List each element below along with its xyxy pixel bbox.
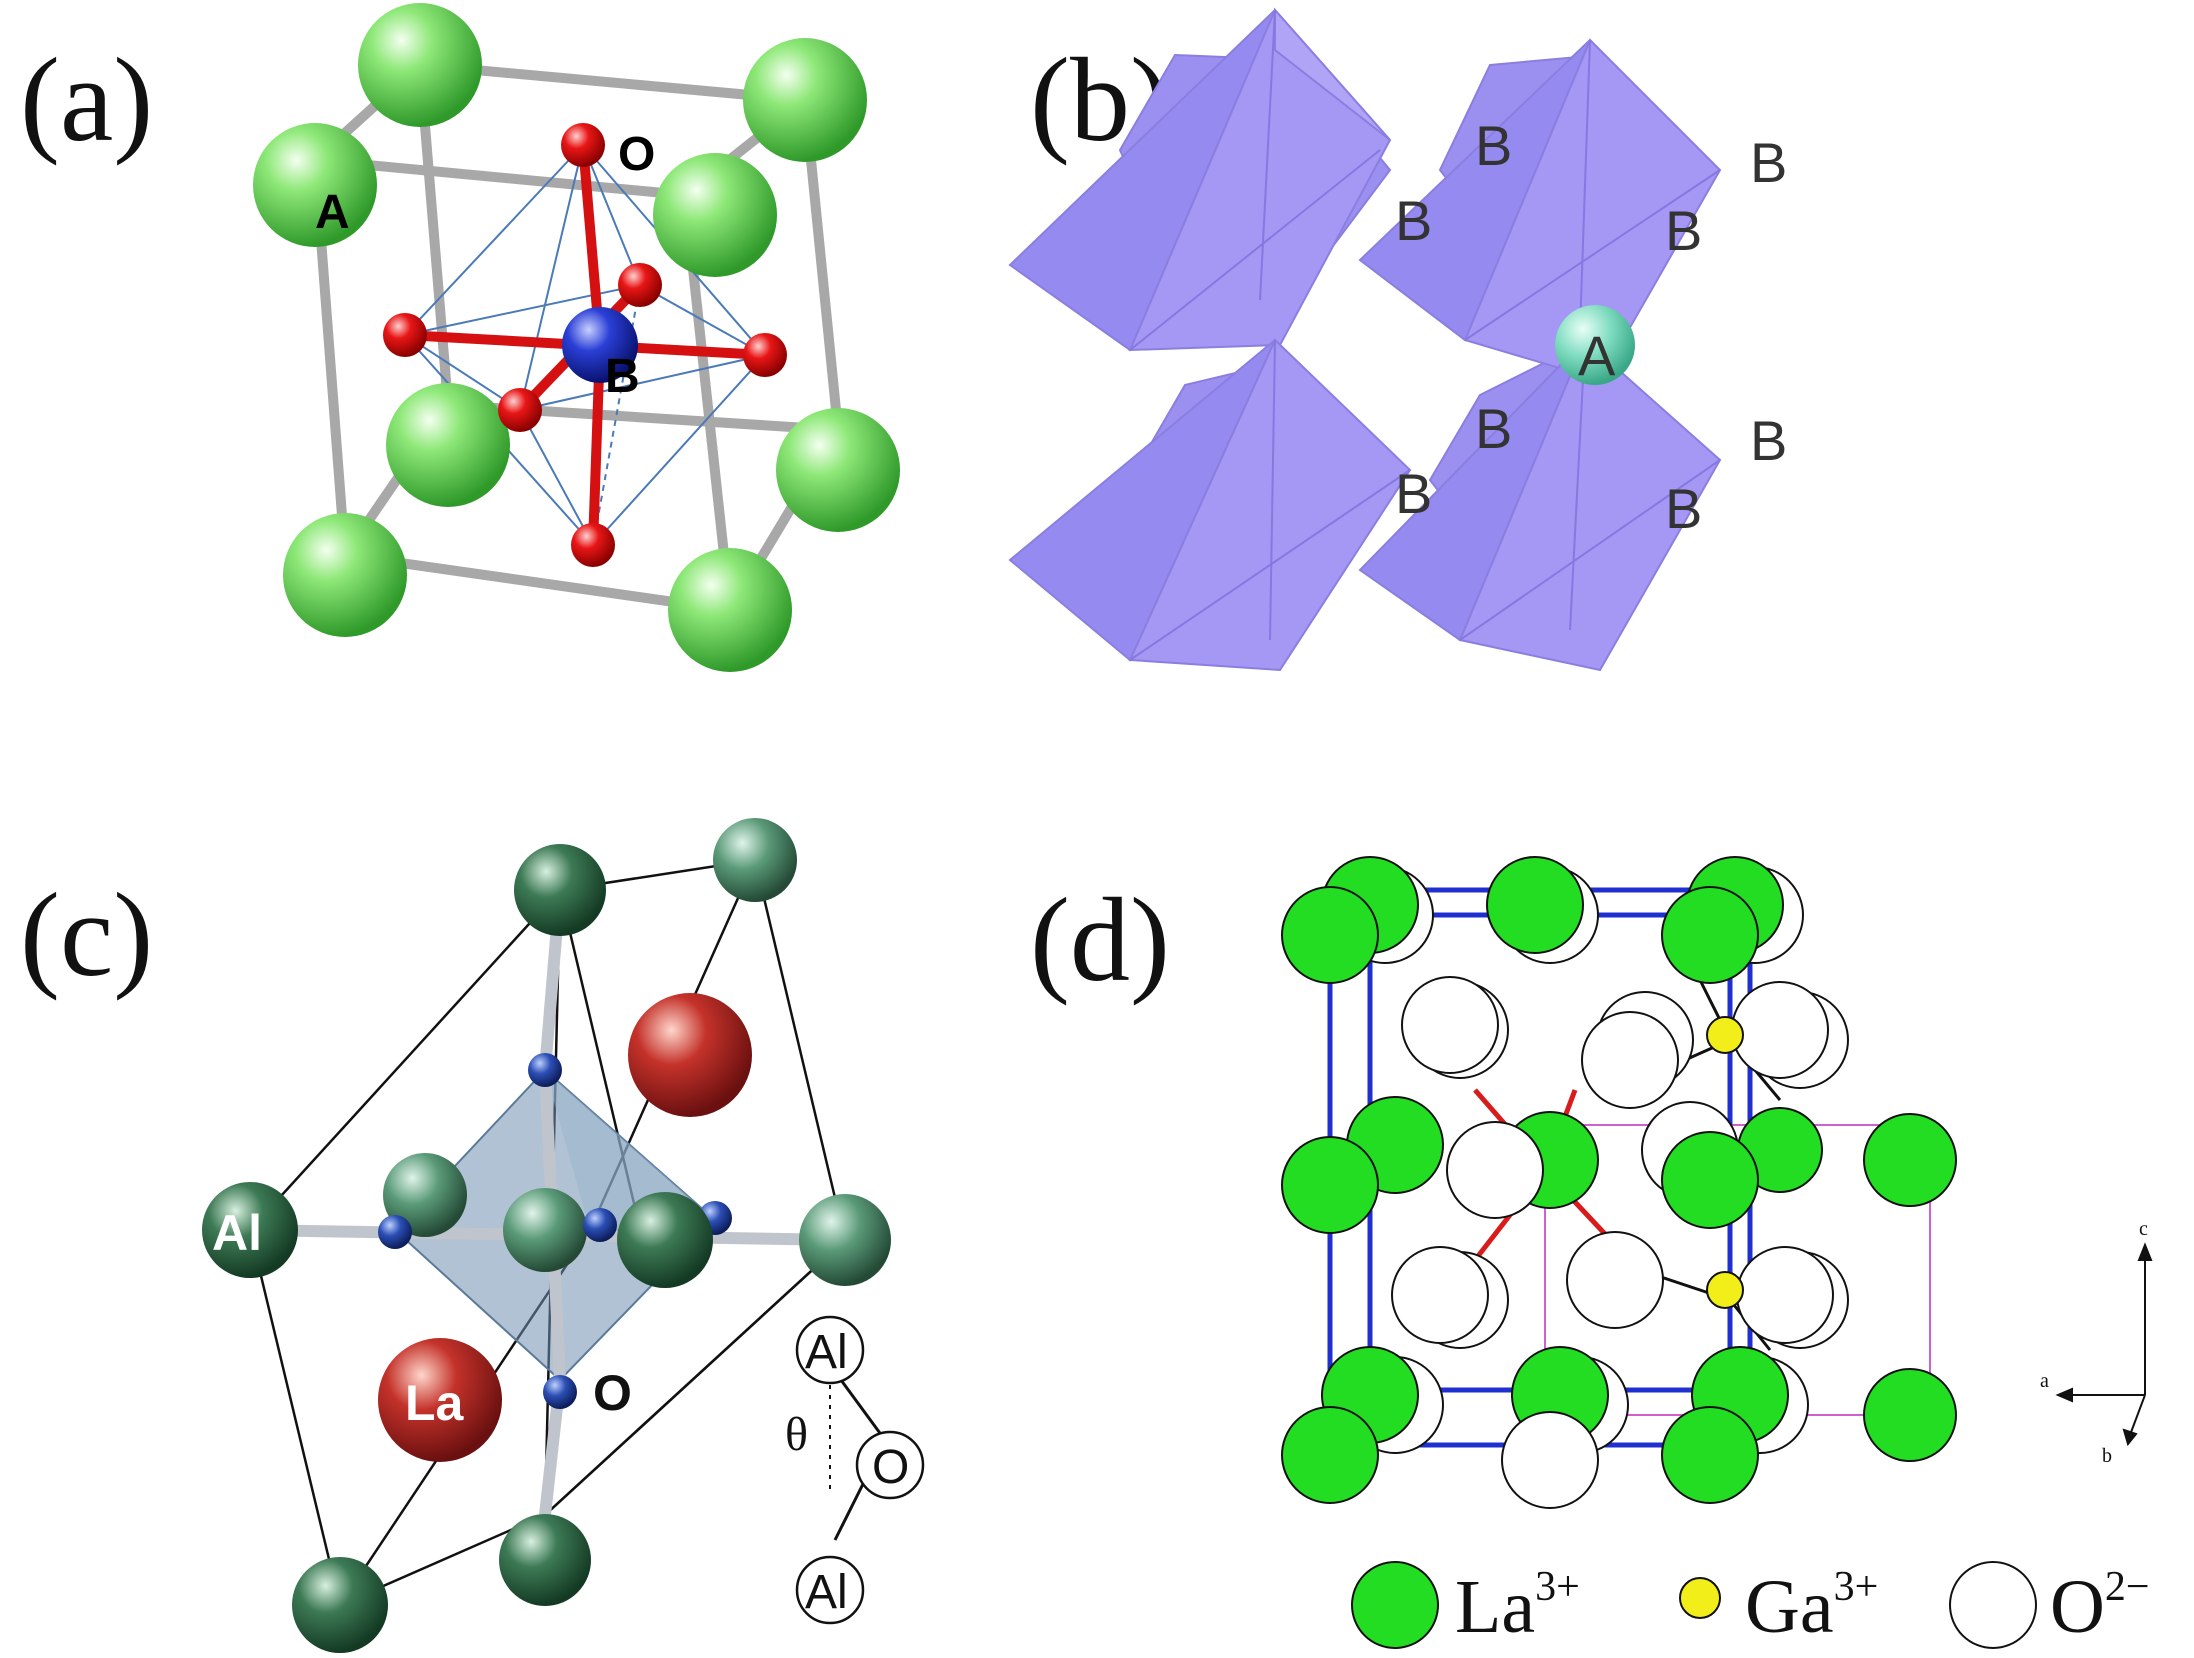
atom-al <box>617 1192 713 1288</box>
site-b-label: B <box>1665 199 1702 262</box>
site-b-label: B <box>1395 462 1432 525</box>
inset-al-bottom-label: Al <box>805 1566 848 1619</box>
atom-a-site <box>1555 305 1635 385</box>
atom-ga3 <box>1706 1271 1744 1309</box>
alo6-octahedron-face <box>545 1070 715 1230</box>
atom-a-site <box>358 3 482 127</box>
site-b-label: B <box>1750 131 1787 194</box>
atom-a-site <box>283 513 407 637</box>
panel-b-octahedra <box>1008 7 1722 672</box>
atom-o <box>383 313 427 357</box>
atom-o <box>378 1215 412 1249</box>
atom-al-label: Al <box>212 1205 262 1261</box>
atom-la3 <box>1661 886 1759 984</box>
inset-al-top-label: Al <box>805 1326 848 1379</box>
panel-d-label: (d) <box>1030 873 1170 1006</box>
panel-a-label: (a) <box>20 33 153 166</box>
site-b-label: B <box>1665 477 1702 540</box>
panel-b-facet-lines <box>1129 9 1721 661</box>
axis-a-label: a <box>2040 1370 2049 1392</box>
atom-o <box>543 1375 577 1409</box>
legend-la-label: La3+ <box>1455 1564 1580 1649</box>
panel-a: (a) <box>20 3 900 672</box>
atom-al <box>514 844 606 936</box>
atom-la3 <box>1281 1406 1379 1504</box>
atom-o2 <box>1446 1121 1544 1219</box>
atom-a-site <box>253 123 377 247</box>
atom-a-label: A <box>315 186 350 239</box>
atom-o2 <box>1736 1246 1834 1344</box>
crystal-axes <box>2055 1242 2153 1447</box>
atom-o <box>571 523 615 567</box>
inset-angle-label: θ <box>785 1408 808 1461</box>
panel-d: (d) <box>1030 856 2153 1649</box>
atom-la <box>378 1338 502 1462</box>
site-a-label: A <box>1578 324 1616 387</box>
atom-ga3 <box>1706 1016 1744 1054</box>
atom-la <box>628 993 752 1117</box>
site-b-label: B <box>1750 409 1787 472</box>
atom-a-site <box>743 38 867 162</box>
axis-c-label: c <box>2139 1218 2148 1240</box>
panel-d-atoms-front <box>1281 886 1957 1509</box>
atom-la3 <box>1661 1131 1759 1229</box>
site-b-label: B <box>1395 189 1432 252</box>
inset-o-circle <box>855 1430 925 1500</box>
legend-o-label: O2− <box>2050 1564 2150 1649</box>
legend-swatch-la <box>1351 1561 1439 1649</box>
atom-o2 <box>1391 1246 1489 1344</box>
atom-o2 <box>1581 1011 1679 1109</box>
atom-b-site <box>562 307 638 383</box>
legend-swatch-o <box>1949 1561 2037 1649</box>
atom-la3 <box>1863 1113 1957 1207</box>
atom-b-label: B <box>605 350 640 403</box>
atom-al <box>799 1194 891 1286</box>
atom-o <box>618 263 662 307</box>
atom-o2 <box>1401 976 1499 1074</box>
atom-al <box>202 1182 298 1278</box>
atom-o2 <box>1566 1231 1664 1329</box>
atom-la3 <box>1486 856 1584 954</box>
panel-d-atoms-mid <box>1321 856 1834 1444</box>
atom-al <box>383 1153 467 1237</box>
al-o-al-inset: Al θ O Al <box>785 1315 925 1625</box>
atom-la3 <box>1281 886 1379 984</box>
panel-c-label: (c) <box>20 868 153 1001</box>
inset-al-circle <box>795 1315 865 1385</box>
atom-a-site <box>668 548 792 672</box>
atom-la-label: La <box>405 1375 465 1431</box>
atom-al <box>713 818 797 902</box>
atom-o <box>743 333 787 377</box>
panel-b: (b) A <box>1008 7 1787 672</box>
inset-o-label: O <box>872 1441 909 1494</box>
atom-al <box>292 1557 388 1653</box>
atom-o-label: O <box>593 1365 632 1421</box>
atom-al <box>499 1514 591 1606</box>
atom-a-site <box>653 153 777 277</box>
axis-b-label: b <box>2102 1445 2112 1467</box>
site-b-label: B <box>1475 397 1512 460</box>
atom-la3 <box>1281 1136 1379 1234</box>
atom-la3 <box>1863 1368 1957 1462</box>
panel-c: (c) <box>20 818 925 1653</box>
atom-o <box>498 388 542 432</box>
atom-a-site <box>386 383 510 507</box>
atom-al <box>503 1188 587 1272</box>
atom-o2 <box>1731 981 1829 1079</box>
panel-d-legend: La3+ Ga3+ O2− <box>1351 1561 2150 1649</box>
inset-al-circle <box>795 1555 865 1625</box>
atom-la3 <box>1661 1406 1759 1504</box>
atom-a-site <box>776 408 900 532</box>
atom-o <box>583 1208 617 1242</box>
atom-o-label: O <box>618 128 655 181</box>
legend-ga-label: Ga3+ <box>1745 1564 1878 1649</box>
legend-swatch-ga <box>1679 1577 1721 1619</box>
atom-o <box>528 1053 562 1087</box>
atom-o2 <box>1501 1411 1599 1509</box>
site-b-label: B <box>1475 114 1512 177</box>
atom-o <box>561 123 605 167</box>
